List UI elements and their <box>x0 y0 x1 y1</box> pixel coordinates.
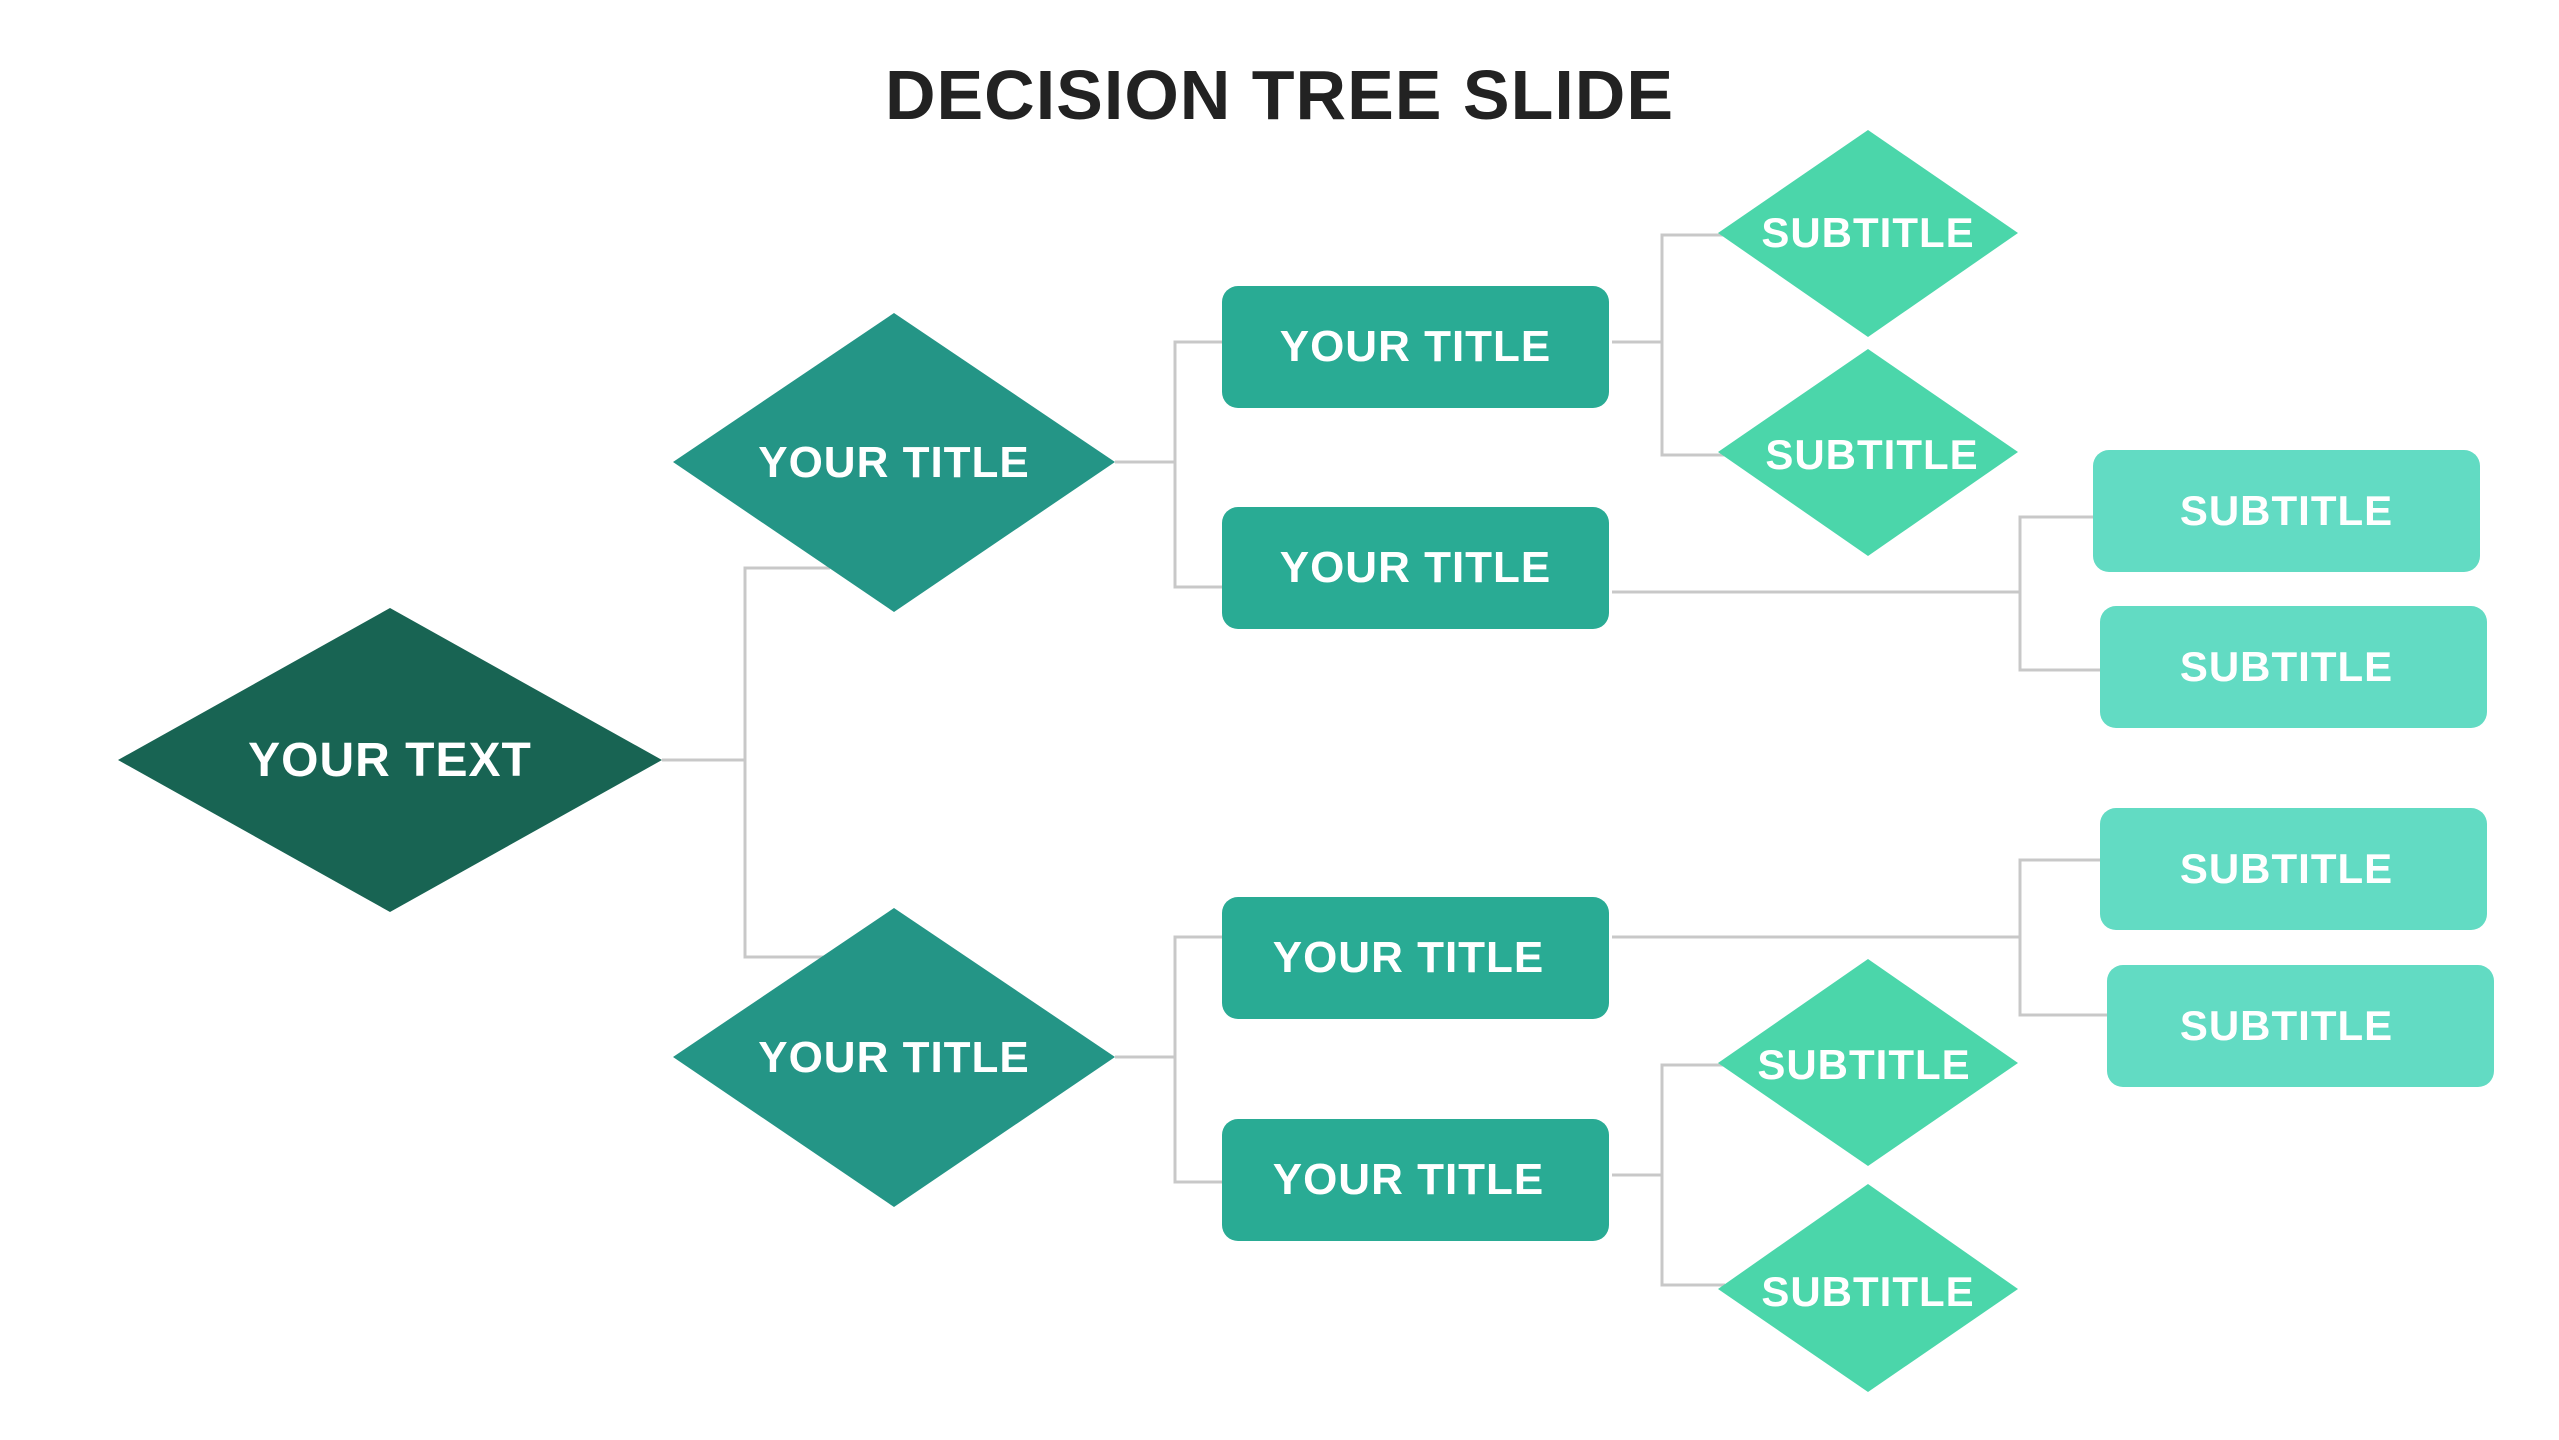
connector-l1b-to-l2d <box>1173 1057 1228 1184</box>
connector-l2a-to-leaf2 <box>1660 342 1725 457</box>
connector-root-to-level1-top <box>662 566 830 762</box>
connector-l1b-to-l2c <box>1115 935 1228 1059</box>
level1-label-top: YOUR TITLE <box>758 438 1030 487</box>
leaf-diamond-3[interactable] <box>1718 959 2018 1166</box>
leaf-diamond-1[interactable] <box>1718 130 2018 337</box>
leaf-box-1[interactable] <box>2093 450 2480 572</box>
level2-box-3[interactable] <box>1222 897 1609 1019</box>
connector-l2d-to-leaf4 <box>1660 1175 1725 1287</box>
leaf-diamond-label-2: SUBTITLE <box>1765 431 1979 478</box>
leaf-diamond-label-3: SUBTITLE <box>1757 1041 1971 1088</box>
leaf-diamond-label-1: SUBTITLE <box>1761 209 1975 256</box>
level2-label-3: YOUR TITLE <box>1272 933 1545 982</box>
leaf-box-label-2: SUBTITLE <box>2179 643 2394 690</box>
leaf-box-3[interactable] <box>2100 808 2487 930</box>
leaf-diamond-4[interactable] <box>1718 1184 2018 1392</box>
level1-label-bottom: YOUR TITLE <box>758 1033 1030 1082</box>
level2-box-1[interactable] <box>1222 286 1609 408</box>
connector-l2b-to-boxes <box>1612 515 2100 594</box>
connector-l2b-to-box2 <box>2018 592 2105 672</box>
connector-l2c-to-boxes <box>1612 858 2105 939</box>
slide-title: DECISION TREE SLIDE <box>884 56 1675 134</box>
level2-box-4[interactable] <box>1222 1119 1609 1241</box>
connector-l2c-to-box4 <box>2018 937 2110 1017</box>
connector-l2d-to-leaves <box>1612 1063 1725 1177</box>
connector-l1a-to-l2a <box>1115 340 1228 464</box>
leaf-diamond-label-4: SUBTITLE <box>1761 1268 1975 1315</box>
leaf-box-label-1: SUBTITLE <box>2179 487 2394 534</box>
level2-label-2: YOUR TITLE <box>1279 543 1552 592</box>
level2-label-4: YOUR TITLE <box>1272 1155 1545 1204</box>
level1-diamond-bottom[interactable] <box>673 908 1115 1207</box>
leaf-box-label-4: SUBTITLE <box>2179 1002 2394 1049</box>
level2-box-2[interactable] <box>1222 507 1609 629</box>
root-label: YOUR TEXT <box>248 733 532 787</box>
connector-root-to-level1-bottom <box>743 760 830 959</box>
leaf-diamond-2[interactable] <box>1718 349 2018 556</box>
leaf-box-label-3: SUBTITLE <box>2179 845 2394 892</box>
connectors <box>662 233 2110 1287</box>
leaf-box-2[interactable] <box>2100 606 2487 728</box>
leaf-box-4[interactable] <box>2107 965 2494 1087</box>
level2-label-1: YOUR TITLE <box>1279 322 1552 371</box>
connector-l1a-to-l2b <box>1173 462 1228 589</box>
root-diamond[interactable] <box>118 608 662 912</box>
connector-l2a-to-leaves <box>1612 233 1725 344</box>
level1-diamond-top[interactable] <box>673 313 1115 612</box>
